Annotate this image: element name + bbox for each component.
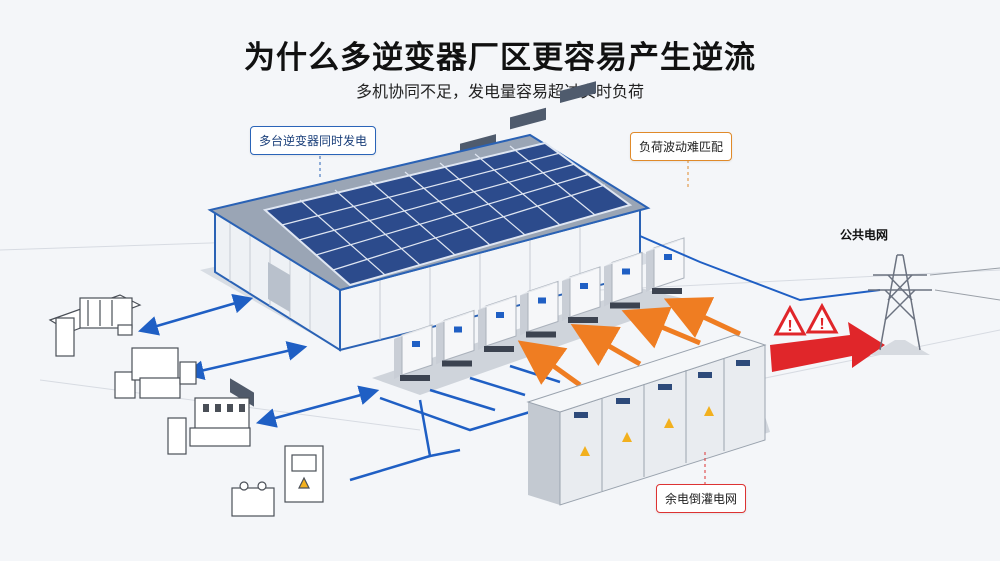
backflow-arrow: [770, 322, 885, 372]
transmission-tower-icon: [868, 254, 1000, 355]
svg-text:!: !: [787, 318, 792, 335]
surplus-flow-arrows: [517, 297, 742, 388]
inverter-unit: [604, 251, 643, 309]
factory-machine-icon: [48, 294, 251, 455]
transformer-icon: [231, 445, 324, 517]
inverter-unit: [478, 295, 517, 352]
inverter-unit: [520, 280, 559, 338]
page-title: 为什么多逆变器厂区更容易产生逆流: [244, 40, 756, 76]
inverter-unit: [394, 324, 433, 381]
svg-text:!: !: [819, 316, 824, 333]
warning-icon: ! !: [773, 302, 839, 336]
inverter-unit: [436, 309, 475, 367]
callout-load-fluctuation: 负荷波动难匹配: [630, 132, 733, 161]
callout-surplus-feed: 余电倒灌电网: [656, 484, 747, 513]
public-grid-label: 公共电网: [840, 228, 889, 242]
solar-panel-icon: [262, 141, 633, 287]
load-flow-arrows: [138, 235, 881, 482]
switchgear-cabinet-icon: [526, 334, 770, 506]
callout-multi-inverter: 多台逆变器同时发电: [250, 126, 377, 155]
inverter-unit: [562, 266, 601, 323]
inverter-icon: [394, 237, 685, 381]
inverter-unit: [646, 237, 685, 294]
